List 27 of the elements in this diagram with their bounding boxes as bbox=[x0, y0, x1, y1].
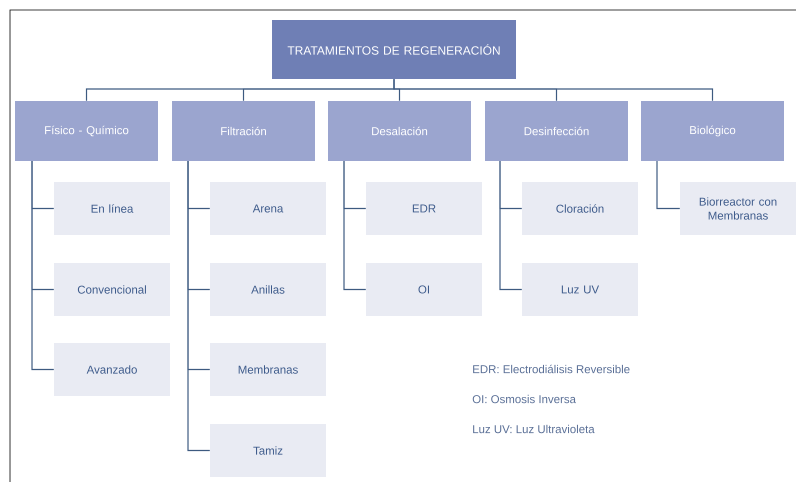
connector-line bbox=[187, 161, 210, 452]
category-box: Físico - Químico bbox=[15, 101, 158, 161]
abbreviation-note: EDR: Electrodiálisis Reversible bbox=[473, 364, 630, 374]
abbreviation-note: Luz UV: Luz Ultravioleta bbox=[473, 424, 595, 434]
connector-line bbox=[343, 161, 366, 290]
item-box: Biorreactor con Membranas bbox=[680, 182, 796, 235]
connector-line bbox=[393, 79, 714, 101]
category-box: Biológico bbox=[641, 101, 784, 161]
item-box: En línea bbox=[54, 182, 170, 235]
item-box: Membranas bbox=[210, 343, 326, 396]
item-box: Cloración bbox=[522, 182, 638, 235]
item-box: Arena bbox=[210, 182, 326, 235]
item-box: OI bbox=[366, 263, 482, 316]
item-box: Anillas bbox=[210, 263, 326, 316]
connector-line bbox=[499, 161, 522, 290]
item-box: EDR bbox=[366, 182, 482, 235]
category-header-box: TRATAMIENTOS DE REGENERACIÓN bbox=[272, 20, 516, 79]
abbreviation-note: OI: Osmosis Inversa bbox=[472, 394, 576, 404]
connector-line bbox=[656, 161, 680, 210]
connector-line bbox=[31, 161, 54, 370]
item-box: Avanzado bbox=[54, 343, 170, 396]
category-box: Filtración bbox=[172, 101, 315, 161]
item-box: Convencional bbox=[54, 263, 170, 316]
item-box: Luz UV bbox=[522, 263, 638, 316]
category-box: Desalación bbox=[328, 101, 471, 161]
item-box: Tamiz bbox=[210, 424, 326, 477]
category-box: Desinfección bbox=[485, 101, 628, 161]
